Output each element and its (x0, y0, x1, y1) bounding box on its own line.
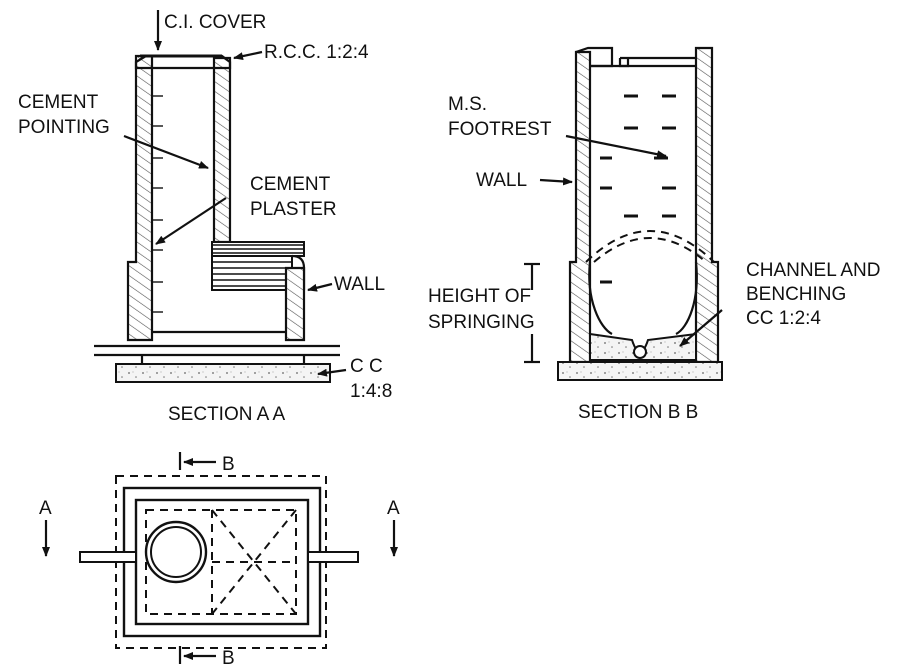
aa-wall-arrow (307, 282, 333, 292)
label-footrest: FOOTREST (448, 119, 552, 140)
plan-manhole-opening (144, 520, 208, 584)
bb-left-wall (568, 50, 592, 364)
benching-arrow (679, 309, 723, 347)
label-cc-2: 1:4:8 (350, 381, 392, 402)
aa-right-wall (212, 56, 232, 244)
plan-pipe-out (307, 551, 359, 563)
plan-pipe-in (79, 551, 137, 563)
bb-channel-right (675, 261, 698, 335)
label-section-a-left: A (39, 498, 52, 519)
cc-arrow (317, 368, 347, 377)
label-springing: SPRINGING (428, 312, 535, 333)
caption-section-bb: SECTION B B (578, 402, 698, 423)
label-bb-wall: WALL (476, 170, 527, 191)
label-cement-plaster-2: PLASTER (250, 199, 337, 220)
label-ci-cover: C.I. COVER (164, 12, 266, 33)
label-height-of: HEIGHT OF (428, 286, 531, 307)
label-section-b-top: B (222, 454, 235, 475)
caption-section-aa: SECTION A A (168, 404, 286, 425)
bb-pipe-inner (593, 237, 707, 263)
bb-footrests (600, 94, 676, 284)
aa-pointing-ticks (152, 95, 163, 313)
section-aa: C.I. COVER R.C.C. 1:2:4 CEMENT POINTING … (18, 10, 392, 425)
label-cement-pointing-2: POINTING (18, 117, 110, 138)
plan-chamber (145, 509, 297, 615)
bb-base-concrete (557, 361, 723, 381)
label-benching: BENCHING (746, 284, 846, 305)
label-aa-wall: WALL (334, 274, 385, 295)
label-ms: M.S. (448, 94, 487, 115)
plaster-arrow (155, 197, 227, 245)
pointing-arrow (123, 134, 209, 170)
footrest-arrow (565, 134, 667, 159)
rcc-arrow (233, 50, 263, 61)
label-channel: CHANNEL AND (746, 260, 880, 281)
bb-wall-arrow (539, 177, 573, 186)
aa-left-wall (126, 54, 154, 342)
plan-view: A A B B (39, 452, 400, 669)
aa-right-wall-lower (284, 266, 306, 342)
label-section-b-bottom: B (222, 648, 235, 666)
aa-base-concrete (115, 363, 331, 383)
label-cc-124: CC 1:2:4 (746, 308, 821, 329)
label-cement-pointing-1: CEMENT (18, 92, 99, 113)
bb-pipe-outer (585, 230, 715, 263)
label-rcc: R.C.C. 1:2:4 (264, 42, 369, 63)
label-section-a-right: A (387, 498, 400, 519)
section-bb: M.S. FOOTREST WALL HEIGHT OF SPRINGING C… (428, 46, 880, 423)
bb-channel-left (588, 261, 613, 335)
label-cc-1: C C (350, 356, 383, 377)
label-cement-plaster-1: CEMENT (250, 174, 331, 195)
